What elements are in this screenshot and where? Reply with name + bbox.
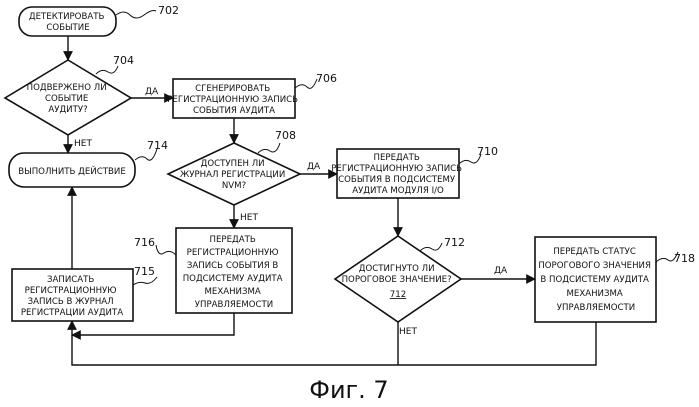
- leader-702: [116, 11, 156, 19]
- leader-716: [156, 245, 176, 255]
- label-708-no: НЕТ: [240, 213, 258, 223]
- leader-706: [295, 79, 317, 88]
- ref-706: 706: [316, 72, 337, 85]
- ref-702: 702: [158, 4, 179, 17]
- connectors: [68, 36, 596, 365]
- label-708-yes: ДА: [307, 162, 321, 172]
- leader-715: [133, 277, 157, 285]
- leader-704: [96, 66, 118, 74]
- edge-718-to-return: [72, 321, 596, 365]
- leader-708: [258, 143, 280, 153]
- ref-712: 712: [444, 236, 465, 249]
- ref-710: 710: [477, 145, 498, 158]
- label-704-no: НЕТ: [74, 139, 92, 149]
- ref-716: 716: [134, 236, 155, 249]
- label-704-yes: ДА: [145, 87, 159, 97]
- ref-708: 708: [275, 129, 296, 142]
- ref-704: 704: [113, 54, 134, 67]
- node-714-text: ВЫПОЛНИТЬ ДЕЙСТВИЕ: [18, 165, 126, 177]
- label-712-yes: ДА: [494, 266, 508, 276]
- leader-712: [420, 243, 442, 251]
- ref-718: 718: [674, 252, 695, 265]
- figure-caption: Фиг. 7: [309, 376, 388, 404]
- label-712-no: НЕТ: [399, 327, 417, 337]
- ref-715: 715: [134, 265, 155, 278]
- ref-714: 714: [147, 139, 168, 152]
